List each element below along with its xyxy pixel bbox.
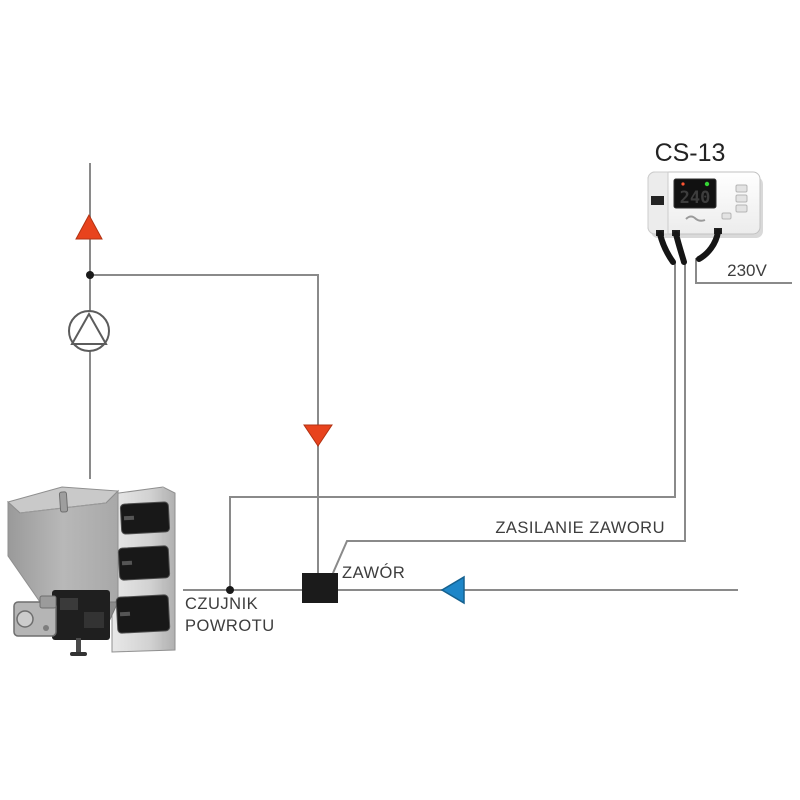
boiler-door-top bbox=[119, 501, 171, 535]
motor-bolt bbox=[43, 625, 49, 631]
sensor-cable bbox=[657, 231, 676, 265]
door-handle-1 bbox=[123, 515, 135, 521]
pump-icon bbox=[68, 310, 110, 352]
return-sensor-wire bbox=[229, 262, 676, 590]
display-green-led bbox=[704, 181, 710, 187]
return-sensor-label-line1: CZUJNIK bbox=[185, 595, 258, 613]
flow-arrow-left-icon bbox=[440, 575, 465, 605]
valve-label: ZAWÓR bbox=[342, 563, 405, 582]
door-handle-3 bbox=[119, 611, 131, 617]
power-cable bbox=[696, 229, 721, 262]
flow-arrow-down-icon bbox=[303, 424, 333, 447]
valve-cable bbox=[673, 231, 687, 265]
valve-supply-label: ZASILANIE ZAWORU bbox=[495, 519, 665, 537]
junction-dot-supply bbox=[86, 271, 94, 279]
return-sensor-label-line2: POWROTU bbox=[185, 617, 275, 635]
valve-leader-line bbox=[332, 540, 348, 574]
controller-cables bbox=[656, 228, 722, 265]
controller-name-label: CS-13 bbox=[655, 139, 726, 167]
flow-arrow-up-icon bbox=[75, 213, 103, 240]
controller-display bbox=[673, 178, 717, 209]
controller-button-2 bbox=[735, 194, 748, 203]
brand-logo-icon bbox=[685, 215, 706, 222]
feeder-detail-2 bbox=[84, 612, 104, 628]
boiler-leg bbox=[76, 638, 81, 653]
controller-side-label bbox=[651, 196, 664, 205]
junction-dot-return-sensor bbox=[226, 586, 234, 594]
door-handle-2 bbox=[121, 560, 133, 566]
boiler-door-bottom bbox=[115, 594, 171, 634]
controller-buttons bbox=[721, 184, 748, 220]
solid-fuel-boiler bbox=[6, 486, 176, 656]
cs13-controller: 240 bbox=[647, 171, 763, 265]
motor-cap bbox=[16, 610, 34, 628]
mains-230v-wire bbox=[695, 258, 792, 284]
display-red-led bbox=[681, 182, 685, 186]
valve-square bbox=[302, 573, 338, 603]
controller-button-4 bbox=[721, 212, 732, 220]
boiler-door-middle bbox=[117, 545, 171, 581]
feeder-detail bbox=[60, 598, 78, 610]
display-value: 240 bbox=[680, 188, 711, 208]
controller-button-1 bbox=[735, 184, 748, 193]
motor-gearbox bbox=[39, 595, 57, 609]
hopper-handle bbox=[58, 491, 69, 513]
mains-voltage-label: 230V bbox=[727, 261, 767, 280]
controller-button-3 bbox=[735, 204, 748, 213]
boiler-doors bbox=[115, 501, 171, 634]
boiler-foot bbox=[70, 652, 87, 656]
